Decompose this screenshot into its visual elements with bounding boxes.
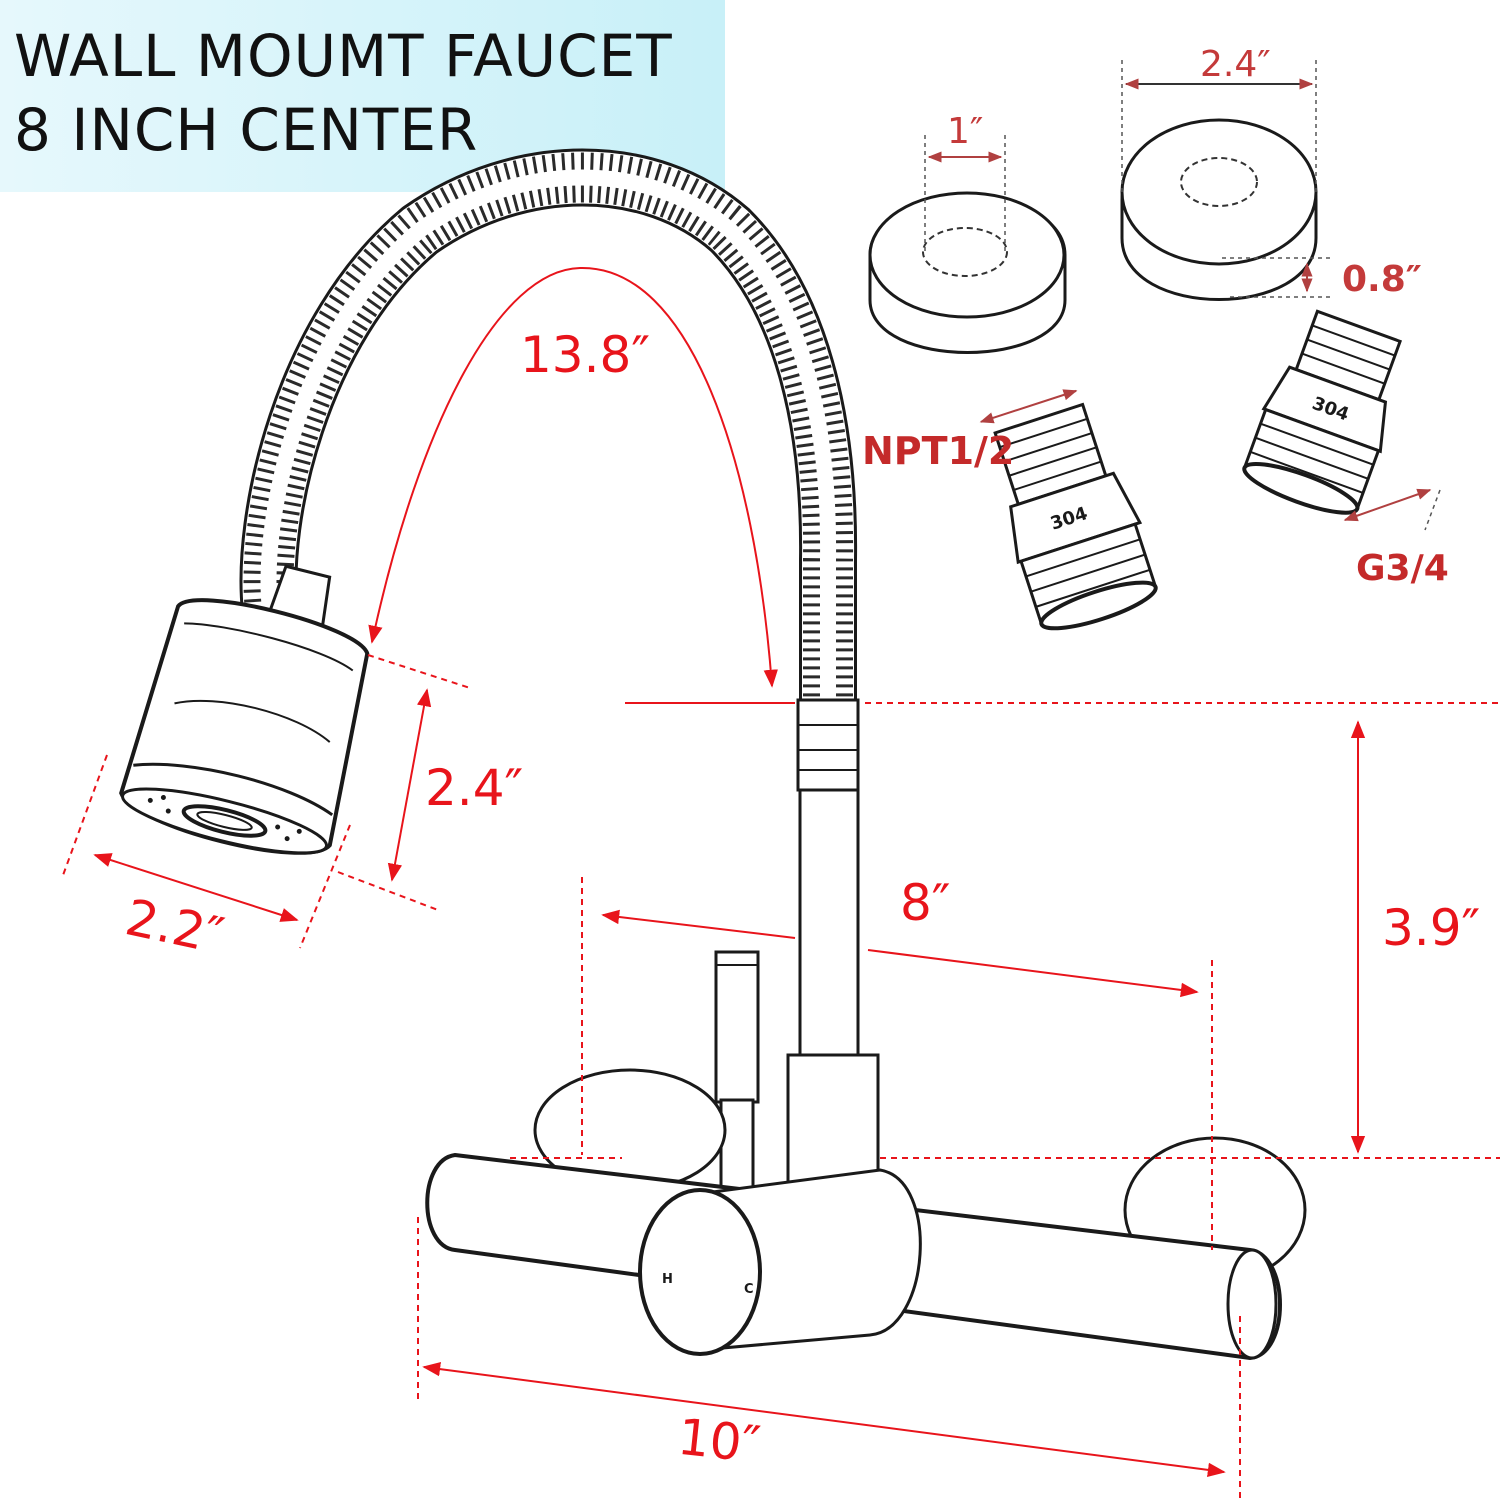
center-distance-label: 8″ (900, 874, 951, 932)
sprayer-height-label: 2.4″ (425, 759, 523, 817)
flange-depth-label: 0.8″ (1342, 259, 1422, 300)
spout-height-label: 3.9″ (1382, 899, 1480, 957)
sprayer-width-label: 2.2″ (121, 888, 229, 965)
small-flange (868, 135, 1067, 354)
vertical-spout (786, 788, 880, 1187)
title-line-2: 8 INCH CENTER (14, 96, 479, 164)
small-flange-diameter-label: 1″ (947, 111, 983, 152)
title-banner: WALL MOUMT FAUCET 8 INCH CENTER (0, 0, 725, 192)
cold-mark: C (744, 1282, 754, 1297)
flexible-hose (239, 148, 858, 720)
g-thread-label: G3/4 (1356, 548, 1449, 589)
spout-reach-label: 13.8″ (520, 326, 650, 384)
lever-handle (714, 950, 760, 1202)
large-flange-diameter-label: 2.4″ (1200, 44, 1271, 85)
sprayer-head (119, 564, 370, 855)
hose-collar (796, 698, 860, 792)
hot-mark: H (662, 1272, 673, 1287)
large-flange (1120, 60, 1330, 301)
overall-width-label: 10″ (675, 1408, 763, 1474)
npt-thread-label: NPT1/2 (862, 429, 1014, 473)
large-adapter: 304 (1242, 309, 1403, 515)
dimension-lines (61, 266, 1500, 1500)
small-adapter: 304 (979, 389, 1158, 631)
faucet-body: H C (425, 1068, 1307, 1361)
title-line-1: WALL MOUMT FAUCET (14, 22, 673, 90)
